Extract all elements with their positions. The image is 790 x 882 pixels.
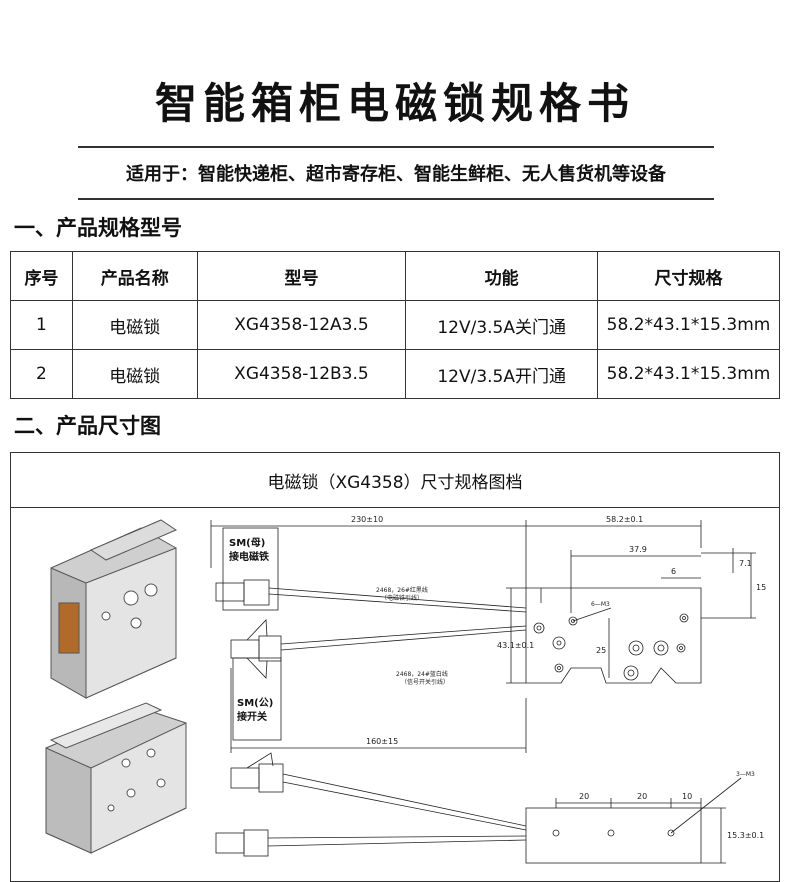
- cell-model: XG4358-12B3.5: [196, 349, 407, 399]
- dim-width-body: 58.2±0.1: [606, 515, 643, 524]
- top-view-drawing: [210, 520, 756, 753]
- cell-function: 12V/3.5A关门通: [405, 300, 599, 350]
- dim-length-top: 230±10: [351, 515, 383, 524]
- dimension-drawing: 230±10 58.2±0.1 37.9 6 7.1 15 43.1±0.1 2…: [45, 515, 766, 864]
- dim-20a: 20: [579, 792, 589, 801]
- dim-20b: 20: [637, 792, 647, 801]
- table-header-row: 序号 产品名称 型号 功能 尺寸规格: [10, 251, 780, 301]
- dim-15: 15: [756, 583, 766, 592]
- cell-name: 电磁锁: [71, 349, 198, 399]
- col-header-model: 型号: [196, 251, 407, 301]
- col-header-function: 功能: [405, 251, 599, 301]
- col-header-size: 尺寸规格: [597, 251, 780, 301]
- wire-note-red-black: （电磁铁引线）: [381, 594, 423, 602]
- hole-note-bottom: 3—M3: [736, 771, 755, 778]
- dim-7-1: 7.1: [739, 559, 752, 568]
- table-row: 2 电磁锁 XG4358-12B3.5 12V/3.5A开门通 58.2*43.…: [10, 349, 780, 399]
- col-header-name: 产品名称: [71, 251, 198, 301]
- section-spec-title: 一、产品规格型号: [14, 216, 182, 240]
- section-drawing-title: 二、产品尺寸图: [14, 414, 161, 438]
- hole-note-top: 6—M3: [591, 601, 610, 608]
- dim-25: 25: [596, 646, 606, 655]
- connector-male-label: SM(公): [237, 697, 273, 709]
- cell-function: 12V/3.5A开门通: [405, 349, 599, 399]
- subtitle-text: 适用于：智能快递柜、超市寄存柜、智能生鲜柜、无人售货机等设备: [126, 164, 666, 185]
- dim-37-9: 37.9: [629, 545, 647, 554]
- cell-size: 58.2*43.1*15.3mm: [597, 349, 780, 399]
- connector-male-note: 接开关: [237, 710, 267, 723]
- connector-female-note: 接电磁铁: [229, 550, 269, 563]
- wire-label-red-black: 2468，26#红黑线: [376, 586, 428, 594]
- col-header-index: 序号: [10, 251, 73, 301]
- connector-female-label: SM(母): [229, 537, 265, 549]
- dimension-drawing-panel: 电磁锁（XG4358）尺寸规格图档: [10, 452, 780, 882]
- dim-height: 43.1±0.1: [497, 641, 534, 650]
- table-row: 1 电磁锁 XG4358-12A3.5 12V/3.5A关门通 58.2*43.…: [10, 300, 780, 350]
- cell-index: 2: [10, 349, 73, 399]
- dim-10: 10: [682, 792, 692, 801]
- page-title: 智能箱柜电磁锁规格书: [154, 79, 635, 128]
- product-photo-bottom: [45, 702, 187, 854]
- wire-label-blue-white: 2468，24#蓝白线: [396, 670, 448, 678]
- dim-thickness: 15.3±0.1: [727, 831, 764, 840]
- cell-index: 1: [10, 300, 73, 350]
- side-view-drawing: [215, 752, 742, 864]
- drawing-header: 电磁锁（XG4358）尺寸规格图档: [11, 453, 779, 508]
- dim-6: 6: [671, 567, 676, 576]
- cell-model: XG4358-12A3.5: [196, 300, 407, 350]
- wire-note-blue-white: （信号开关引线）: [401, 678, 449, 686]
- drawing-header-text: 电磁锁（XG4358）尺寸规格图档: [267, 472, 523, 493]
- dim-length-bottom: 160±15: [366, 737, 398, 746]
- cell-name: 电磁锁: [71, 300, 198, 350]
- subtitle: 适用于：智能快递柜、超市寄存柜、智能生鲜柜、无人售货机等设备: [78, 146, 714, 200]
- product-photo-top: [50, 519, 178, 699]
- cell-size: 58.2*43.1*15.3mm: [597, 300, 780, 350]
- spec-table: 序号 产品名称 型号 功能 尺寸规格 1 电磁锁 XG4358-12A3.5 1…: [10, 251, 780, 399]
